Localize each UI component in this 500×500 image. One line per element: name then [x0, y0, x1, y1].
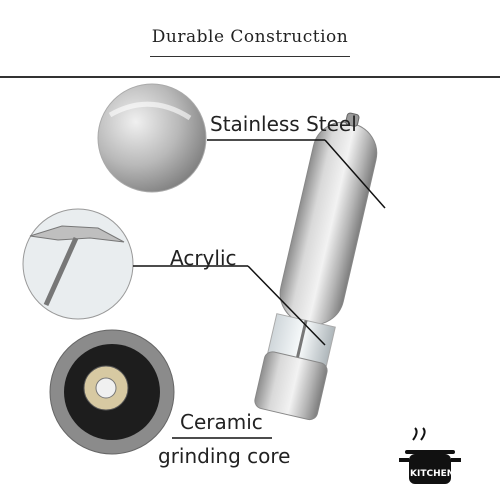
detail-circle-acrylic — [22, 208, 134, 320]
cooking-pot-icon — [399, 427, 461, 484]
label-grinding-core: grinding core — [158, 444, 291, 468]
title-underline-short — [150, 56, 350, 57]
label-ceramic: Ceramic — [180, 410, 263, 434]
grinder-steel-body — [279, 121, 378, 326]
grinder — [254, 112, 378, 421]
grinder-top-button — [345, 112, 360, 127]
label-acrylic: Acrylic — [170, 246, 237, 270]
label-stainless-steel: Stainless Steel — [210, 112, 357, 136]
detail-circle-steel — [97, 83, 207, 193]
grinder-base — [254, 351, 328, 421]
title-underline-long — [0, 76, 500, 78]
logo-text: KITCHEN — [410, 469, 455, 479]
page-title: Durable Construction — [151, 27, 349, 47]
